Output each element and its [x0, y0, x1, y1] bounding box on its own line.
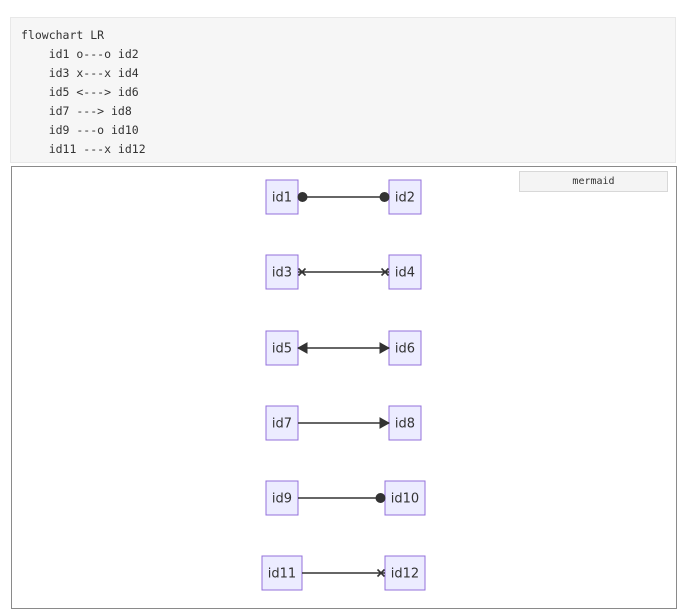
node-label: id7 [272, 417, 292, 432]
diagram-panel [11, 166, 677, 609]
node-box [388, 179, 422, 215]
edge-circle-marker [297, 192, 308, 202]
node-label: id1 [272, 191, 292, 206]
node-label: id9 [272, 492, 292, 507]
code-line: id3 x---x id4 [21, 66, 139, 80]
node-id10: id10 [384, 480, 426, 516]
node-id3: id3 [265, 254, 299, 290]
node-label: id11 [268, 567, 296, 582]
edge-cross-marker [376, 568, 386, 578]
code-line: id7 ---> id8 [21, 104, 132, 118]
node-id5: id5 [265, 330, 299, 366]
node-id4: id4 [388, 254, 422, 290]
node-id6: id6 [388, 330, 422, 366]
edge-arrow-marker [379, 342, 391, 354]
edge-cross-marker [380, 267, 390, 277]
node-box [388, 405, 422, 441]
code-line: id5 <---> id6 [21, 85, 139, 99]
node-id11: id11 [261, 555, 303, 591]
node-id9: id9 [265, 480, 299, 516]
node-id1: id1 [265, 179, 299, 215]
code-line: flowchart LR [21, 28, 105, 42]
node-box [265, 480, 299, 516]
node-box [388, 330, 422, 366]
node-label: id4 [395, 266, 415, 281]
node-box [384, 555, 426, 591]
node-id12: id12 [384, 555, 426, 591]
node-label: id5 [272, 342, 292, 357]
node-box [265, 179, 299, 215]
node-label: id10 [391, 492, 419, 507]
node-id8: id8 [388, 405, 422, 441]
node-box [265, 405, 299, 441]
node-box [388, 254, 422, 290]
node-label: id6 [395, 342, 415, 357]
node-label: id3 [272, 266, 292, 281]
code-block: flowchart LR id1 o---o id2 id3 x---x id4… [10, 17, 676, 163]
edge-arrow-marker [379, 417, 391, 429]
code-line: id11 ---x id12 [21, 142, 146, 156]
edge-circle-marker [379, 192, 390, 202]
node-id2: id2 [388, 179, 422, 215]
node-label: id12 [391, 567, 419, 582]
node-box [261, 555, 303, 591]
code-text: flowchart LR id1 o---o id2 id3 x---x id4… [11, 18, 675, 167]
edge-circle-marker [375, 493, 386, 503]
node-label: id2 [395, 191, 415, 206]
mermaid-badge: mermaid [519, 171, 668, 192]
code-line: id9 ---o id10 [21, 123, 139, 137]
node-box [265, 254, 299, 290]
node-box [265, 330, 299, 366]
node-id7: id7 [265, 405, 299, 441]
edge-cross-marker [297, 267, 307, 277]
edge-arrow-marker [296, 342, 308, 354]
code-line: id1 o---o id2 [21, 47, 139, 61]
node-label: id8 [395, 417, 415, 432]
